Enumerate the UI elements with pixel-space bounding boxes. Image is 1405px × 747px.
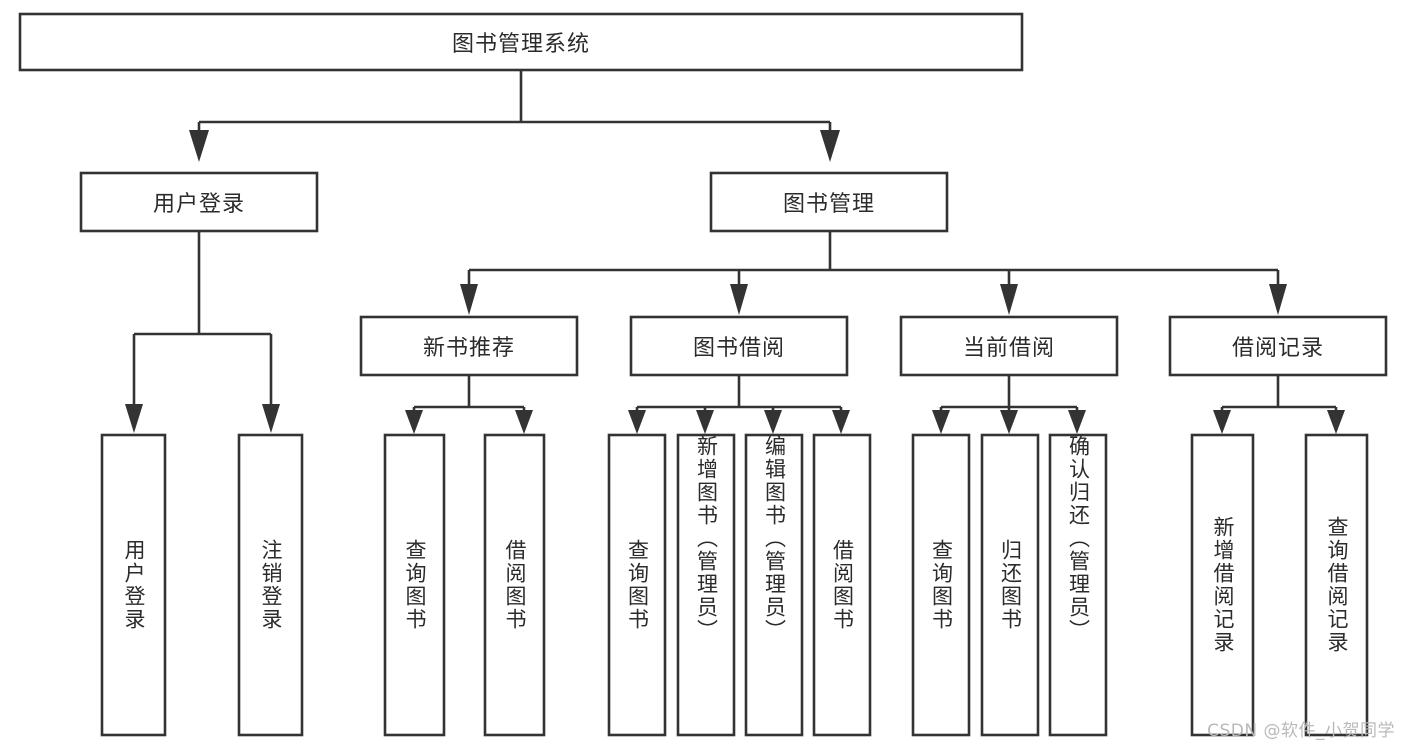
- arrow-to-leaf-query-book-2: [628, 410, 646, 434]
- node-box-leaf-return-book[interactable]: [980, 433, 1040, 737]
- node-box-new-book-recommend[interactable]: [359, 315, 579, 377]
- node-box-leaf-query-book-2[interactable]: [607, 433, 667, 737]
- arrow-to-leaf-query-book-1: [405, 410, 423, 434]
- node-box-leaf-query-book-1[interactable]: [383, 433, 446, 737]
- node-box-user-login[interactable]: [79, 171, 319, 233]
- arrow-to-leaf-query-record: [1327, 410, 1345, 434]
- node-box-root[interactable]: [18, 12, 1024, 72]
- arrow-to-leaf-add-record: [1213, 410, 1231, 434]
- arrow-to-leaf-edit-book: [764, 410, 782, 434]
- node-box-leaf-borrow-book-1[interactable]: [483, 433, 546, 737]
- arrow-to-new-book-recommend: [460, 284, 478, 315]
- arrow-to-current-borrow: [1000, 284, 1018, 315]
- arrow-to-leaf-confirm-return: [1068, 410, 1086, 434]
- arrow-to-book-borrow: [730, 284, 748, 315]
- node-box-leaf-user-login[interactable]: [100, 433, 167, 737]
- arrow-to-leaf-query-book-3: [932, 410, 950, 434]
- arrow-to-leaf-add-book: [696, 410, 714, 434]
- node-box-leaf-add-record[interactable]: [1190, 433, 1255, 737]
- node-box-book-borrow[interactable]: [629, 315, 849, 377]
- node-box-leaf-query-record[interactable]: [1304, 433, 1369, 737]
- node-box-current-borrow[interactable]: [899, 315, 1119, 377]
- arrow-to-borrow-record: [1269, 284, 1287, 315]
- arrow-to-leaf-borrow-book-2: [832, 410, 850, 434]
- node-box-leaf-add-book[interactable]: [676, 433, 736, 737]
- csdn-watermark: CSDN @软件_小贺同学: [1207, 721, 1395, 741]
- arrow-to-leaf-borrow-book-1: [515, 410, 533, 434]
- node-box-leaf-confirm-return[interactable]: [1048, 433, 1108, 737]
- node-box-leaf-query-book-3[interactable]: [911, 433, 971, 737]
- arrow-to-leaf-user-login: [125, 404, 143, 433]
- node-box-book-manage[interactable]: [709, 171, 949, 233]
- arrow-to-leaf-return-book: [1000, 410, 1018, 434]
- node-box-borrow-record[interactable]: [1168, 315, 1388, 377]
- arrow-to-book-manage: [820, 130, 840, 162]
- node-box-leaf-logout-login[interactable]: [237, 433, 304, 737]
- node-box-leaf-edit-book[interactable]: [744, 433, 804, 737]
- arrow-to-leaf-logout-login: [262, 404, 280, 433]
- node-box-leaf-borrow-book-2[interactable]: [812, 433, 872, 737]
- arrow-to-user-login: [189, 130, 209, 162]
